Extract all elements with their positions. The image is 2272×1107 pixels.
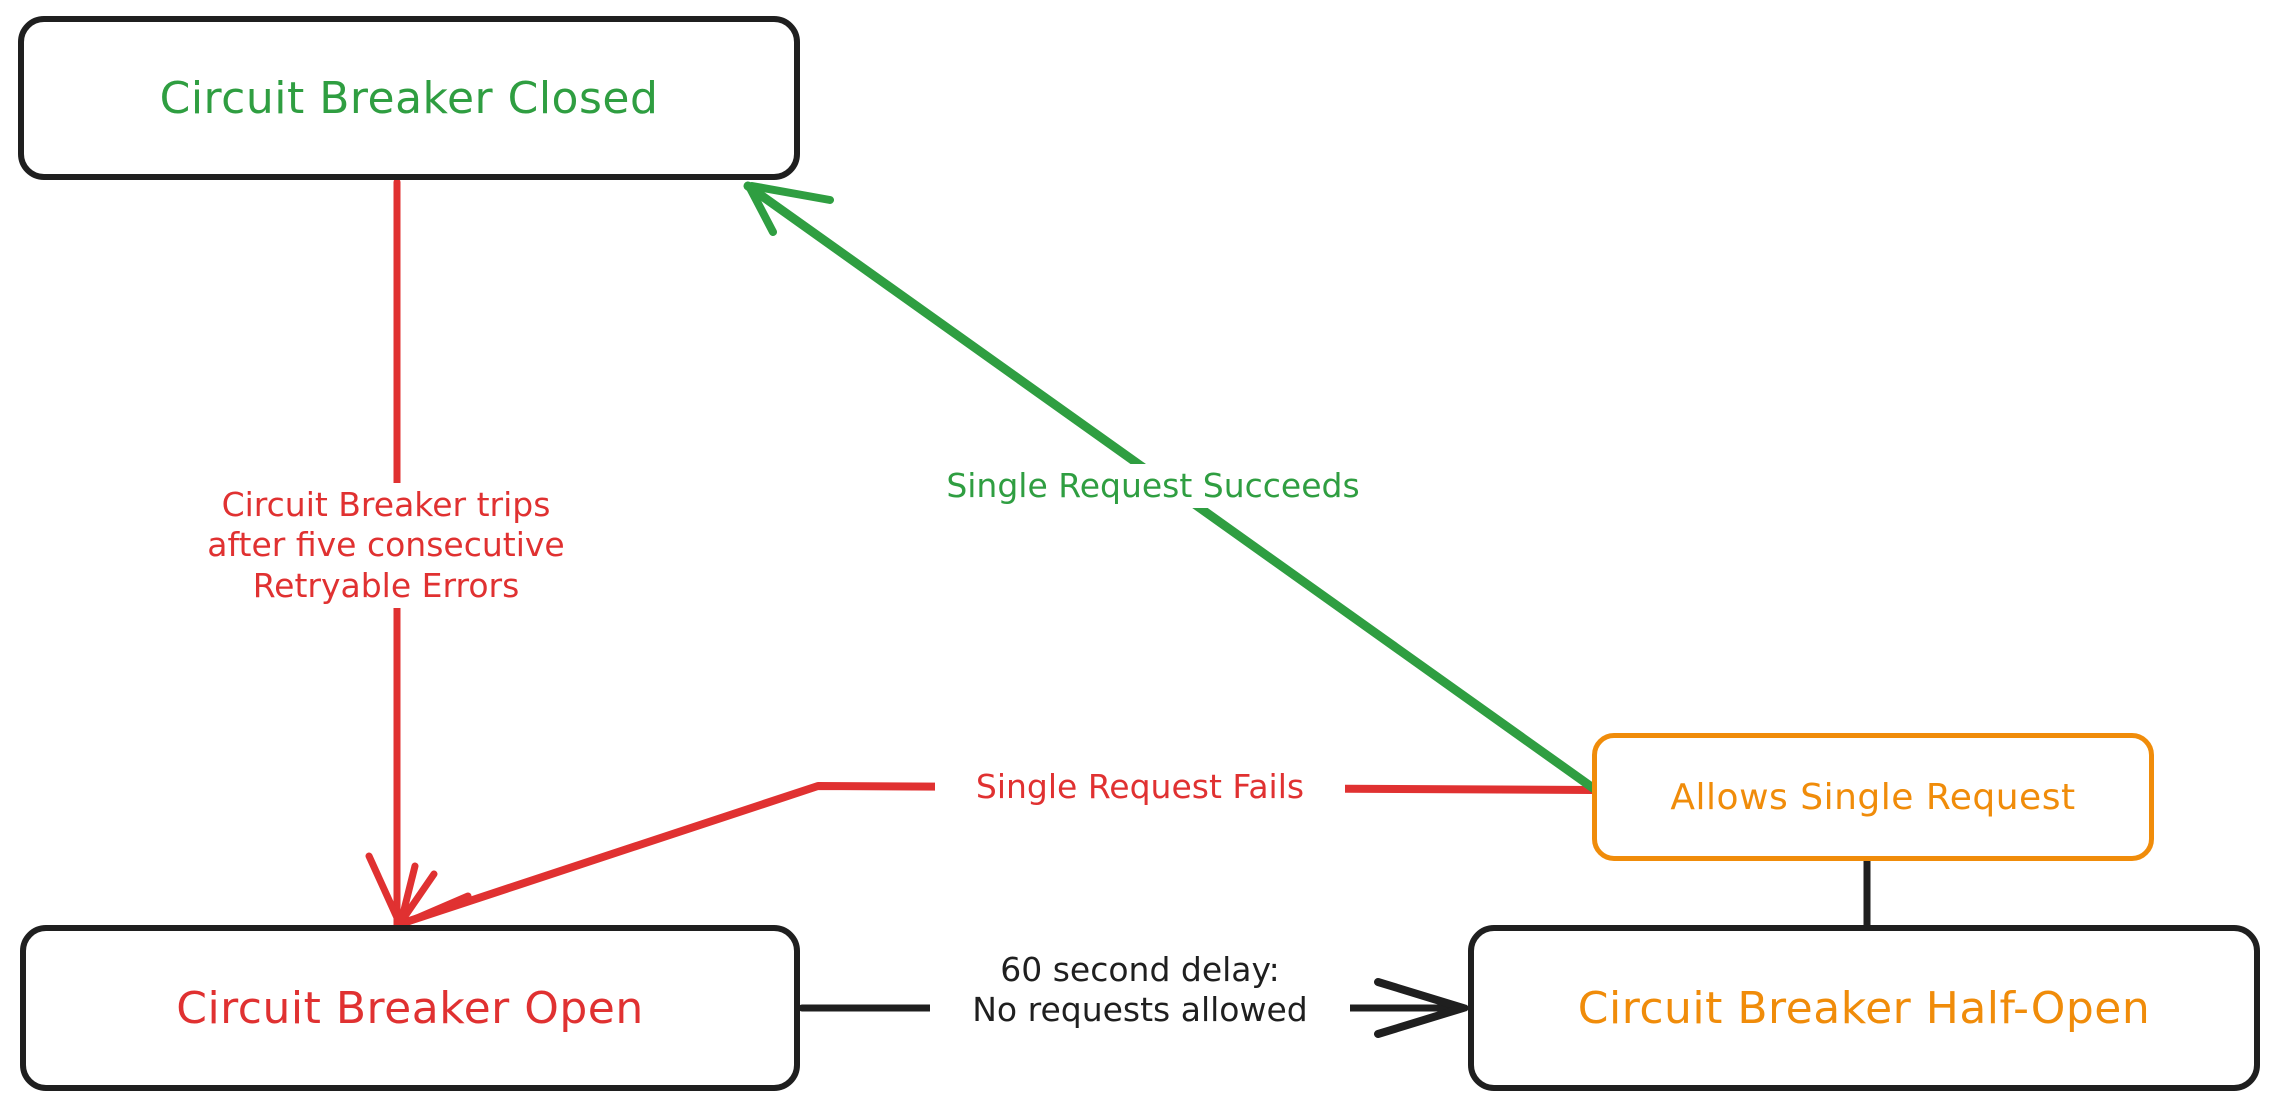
node-circuit-breaker-closed[interactable]: Circuit Breaker Closed <box>18 16 800 180</box>
edge-label-circuit-breaker-trips: Circuit Breaker trips after five consecu… <box>176 483 596 608</box>
edge-label-60-second-delay: 60 second delay: No requests allowed <box>930 948 1350 1033</box>
node-circuit-breaker-open[interactable]: Circuit Breaker Open <box>20 925 800 1091</box>
edge-label-single-request-succeeds: Single Request Succeeds <box>908 464 1398 509</box>
node-label-closed: Circuit Breaker Closed <box>159 72 659 124</box>
node-label-half-open: Circuit Breaker Half-Open <box>1577 982 2151 1034</box>
node-label-allows-single-request: Allows Single Request <box>1670 776 2076 818</box>
node-allows-single-request[interactable]: Allows Single Request <box>1592 733 2154 861</box>
node-circuit-breaker-half-open[interactable]: Circuit Breaker Half-Open <box>1468 925 2260 1091</box>
edge-label-single-request-fails: Single Request Fails <box>935 765 1345 810</box>
node-label-open: Circuit Breaker Open <box>176 982 644 1034</box>
